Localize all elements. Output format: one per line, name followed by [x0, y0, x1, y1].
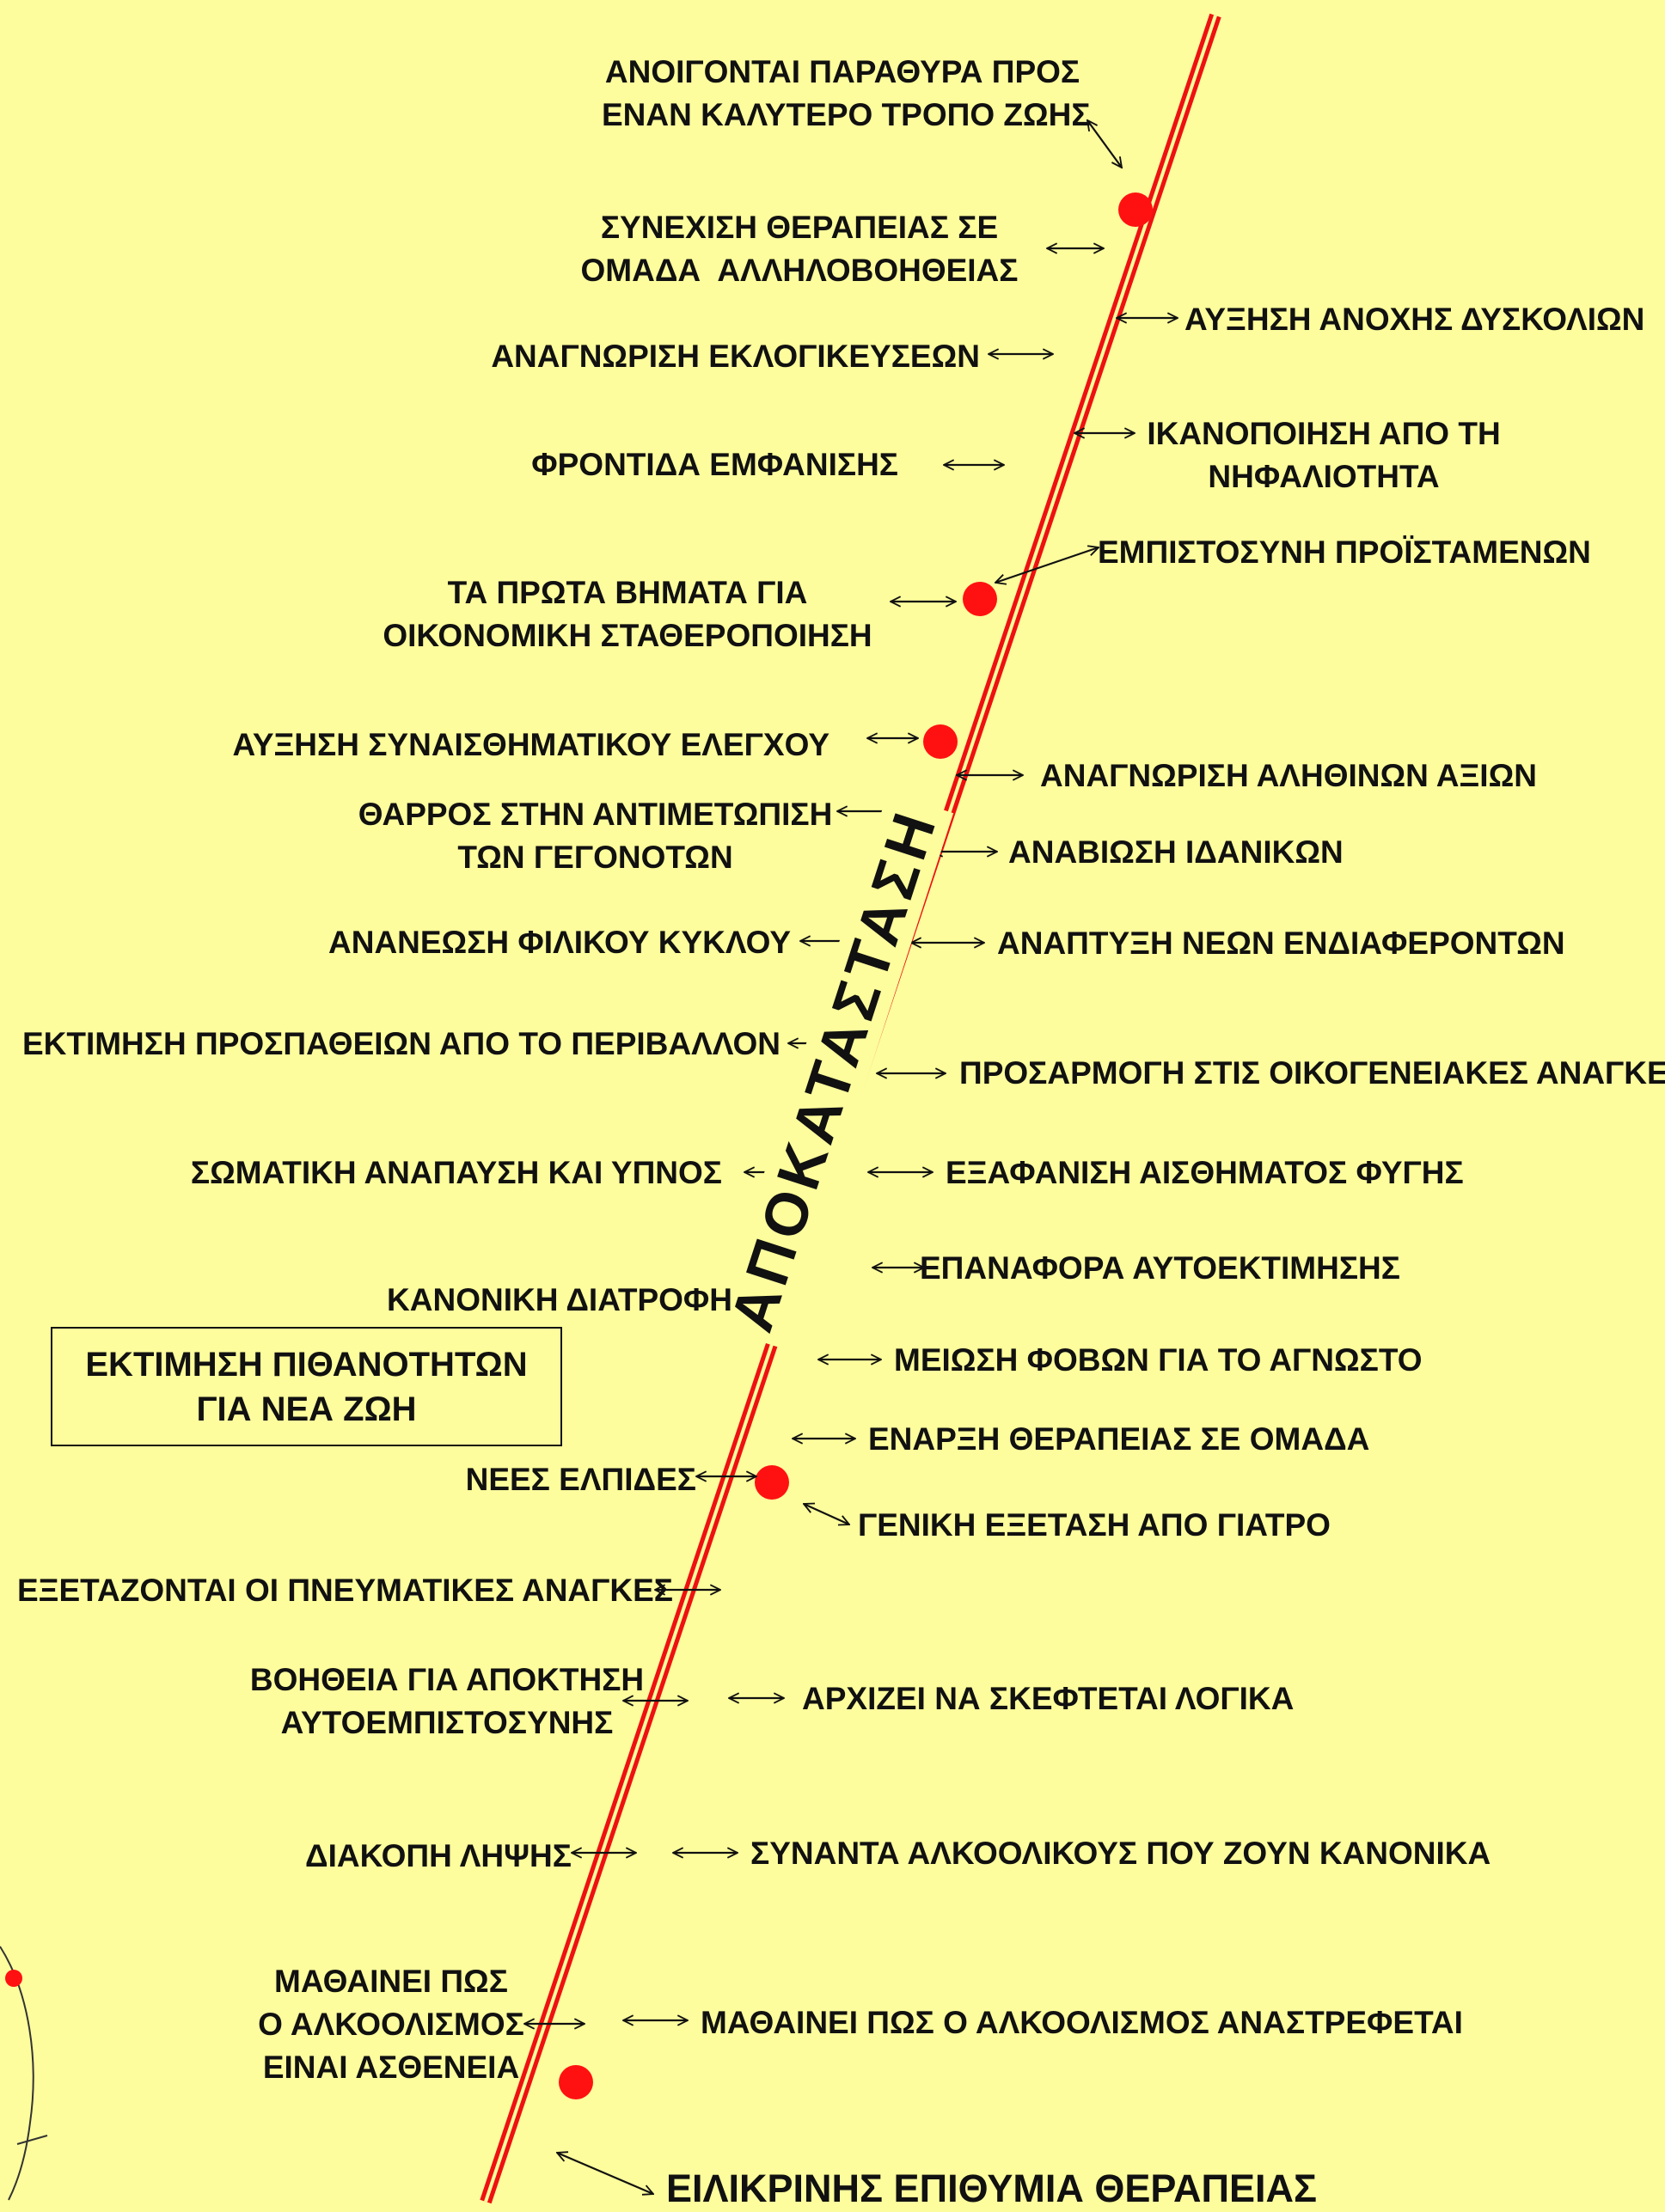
stage-label: ΦΡΟΝΤΙΔΑ ΕΜΦΑΝΙΣΗΣ: [531, 447, 898, 482]
stage-label: ΣΥΝΕΧΙΣΗ ΘΕΡΑΠΕΙΑΣ ΣΕ ΟΜΑΔΑ ΑΛΛΗΛΟΒΟΗΘΕΙ…: [580, 210, 1019, 288]
stage-label: ΜΑΘΑΙΝΕΙ ΠΩΣ Ο ΑΛΚΟΟΛΙΣΜΟΣ ΕΙΝΑΙ ΑΣΘΕΝΕΙ…: [258, 1964, 524, 2085]
stage-label: ΘΑΡΡΟΣ ΣΤΗΝ ΑΝΤΙΜΕΤΩΠΙΣΗ ΤΩΝ ΓΕΓΟΝΟΤΩΝ: [358, 797, 833, 875]
stage-label: ΕΞΕΤΑΖΟΝΤΑΙ ΟΙ ΠΝΕΥΜΑΤΙΚΕΣ ΑΝΑΓΚΕΣ: [17, 1573, 673, 1608]
stage-label: ΕΠΑΝΑΦΟΡΑ ΑΥΤΟΕΚΤΙΜΗΣΗΣ: [920, 1250, 1400, 1286]
stage-label: ΝΕΕΣ ΕΛΠΙΔΕΣ: [465, 1462, 696, 1497]
stage-label: ΕΜΠΙΣΤΟΣΥΝΗ ΠΡΟΪΣΤΑΜΕΝΩΝ: [1098, 535, 1591, 570]
stage-label: ΕΚΤΙΜΗΣΗ ΠΡΟΣΠΑΘΕΙΩΝ ΑΠΟ ΤΟ ΠΕΡΙΒΑΛΛΟΝ: [21, 1026, 780, 1061]
milestone-dot: [923, 724, 958, 759]
stage-label: ΕΞΑΦΑΝΙΣΗ ΑΙΣΘΗΜΑΤΟΣ ΦΥΓΗΣ: [946, 1155, 1464, 1190]
stage-label: ΑΝΑΓΝΩΡΙΣΗ ΑΛΗΘΙΝΩΝ ΑΞΙΩΝ: [1040, 758, 1537, 793]
stage-label: ΑΝΑΓΝΩΡΙΣΗ ΕΚΛΟΓΙΚΕΥΣΕΩΝ: [491, 339, 980, 374]
edge-decoration: [0, 1946, 48, 2201]
milestone-dot: [963, 582, 997, 616]
assessment-box-text: ΕΚΤΙΜΗΣΗ ΠΙΘΑΝΟΤΗΤΩΝ ΓΙΑ ΝΕΑ ΖΩΗ: [85, 1345, 528, 1428]
stage-label: ΣΩΜΑΤΙΚΗ ΑΝΑΠΑΥΣΗ ΚΑΙ ΥΠΝΟΣ: [190, 1155, 722, 1190]
milestone-dot: [755, 1465, 789, 1500]
stage-label: ΓΕΝΙΚΗ ΕΞΕΤΑΣΗ ΑΠΟ ΓΙΑΤΡΟ: [858, 1507, 1331, 1543]
stage-label: ΑΝΑΠΤΥΞΗ ΝΕΩΝ ΕΝΔΙΑΦΕΡΟΝΤΩΝ: [997, 926, 1565, 961]
stage-label: ΕΝΑΡΞΗ ΘΕΡΑΠΕΙΑΣ ΣΕ ΟΜΑΔΑ: [868, 1421, 1370, 1457]
milestone-dot: [1118, 192, 1153, 227]
stage-label: ΙΚΑΝΟΠΟΙΗΣΗ ΑΠΟ ΤΗ ΝΗΦΑΛΙΟΤΗΤΑ: [1147, 416, 1501, 494]
assessment-box: ΕΚΤΙΜΗΣΗ ΠΙΘΑΝΟΤΗΤΩΝ ΓΙΑ ΝΕΑ ΖΩΗ: [51, 1327, 562, 1446]
stage-label: ΚΑΝΟΝΙΚΗ ΔΙΑΤΡΟΦΗ: [387, 1282, 732, 1317]
stage-label: ΜΕΙΩΣΗ ΦΟΒΩΝ ΓΙΑ ΤΟ ΑΓΝΩΣΤΟ: [894, 1342, 1423, 1378]
milestone-dots: [559, 192, 1153, 2099]
stage-label: ΣΥΝΑΝΤΑ ΑΛΚΟΟΛΙΚΟΥΣ ΠΟΥ ΖΟΥΝ ΚΑΝΟΝΙΚΑ: [750, 1836, 1491, 1871]
stage-label: ΑΝΑΒΙΩΣΗ ΙΔΑΝΙΚΩΝ: [1008, 834, 1344, 870]
bottom-stage-label: ΕΙΛΙΚΡΙΝΗΣ ΕΠΙΘΥΜΙΑ ΘΕΡΑΠΕΙΑΣ: [666, 2166, 1318, 2210]
stage-label: ΔΙΑΚΟΠΗ ΛΗΨΗΣ: [304, 1838, 572, 1873]
stage-label: ΑΝΟΙΓΟΝΤΑΙ ΠΑΡΑΘΥΡΑ ΠΡΟΣ ΕΝΑΝ ΚΑΛΥΤΕΡΟ Τ…: [602, 54, 1091, 132]
stage-label: ΑΥΞΗΣΗ ΑΝΟΧΗΣ ΔΥΣΚΟΛΙΩΝ: [1184, 302, 1645, 337]
stage-label: ΠΡΟΣΑΡΜΟΓΗ ΣΤΙΣ ΟΙΚΟΓΕΝΕΙΑΚΕΣ ΑΝΑΓΚΕΣ: [959, 1055, 1665, 1091]
stage-label: ΑΡΧΙΖΕΙ ΝΑ ΣΚΕΦΤΕΤΑΙ ΛΟΓΙΚΑ: [802, 1681, 1295, 1716]
stage-label: ΤΑ ΠΡΩΤΑ ΒΗΜΑΤΑ ΓΙΑ ΟΙΚΟΝΟΜΙΚΗ ΣΤΑΘΕΡΟΠΟ…: [383, 575, 872, 653]
milestone-dot: [559, 2065, 593, 2099]
stage-label: ΒΟΗΘΕΙΑ ΓΙΑ ΑΠΟΚΤΗΣΗ ΑΥΤΟΕΜΠΙΣΤΟΣΥΝΗΣ: [249, 1662, 645, 1740]
stage-label: ΑΝΑΝΕΩΣΗ ΦΙΛΙΚΟΥ ΚΥΚΛΟΥ: [328, 925, 791, 960]
stage-label: ΜΑΘΑΙΝΕΙ ΠΩΣ Ο ΑΛΚΟΟΛΙΣΜΟΣ ΑΝΑΣΤΡΕΦΕΤΑΙ: [701, 2005, 1463, 2040]
stage-label: ΑΥΞΗΣΗ ΣΥΝΑΙΣΘΗΜΑΤΙΚΟΥ ΕΛΕΓΧΟΥ: [232, 727, 829, 762]
